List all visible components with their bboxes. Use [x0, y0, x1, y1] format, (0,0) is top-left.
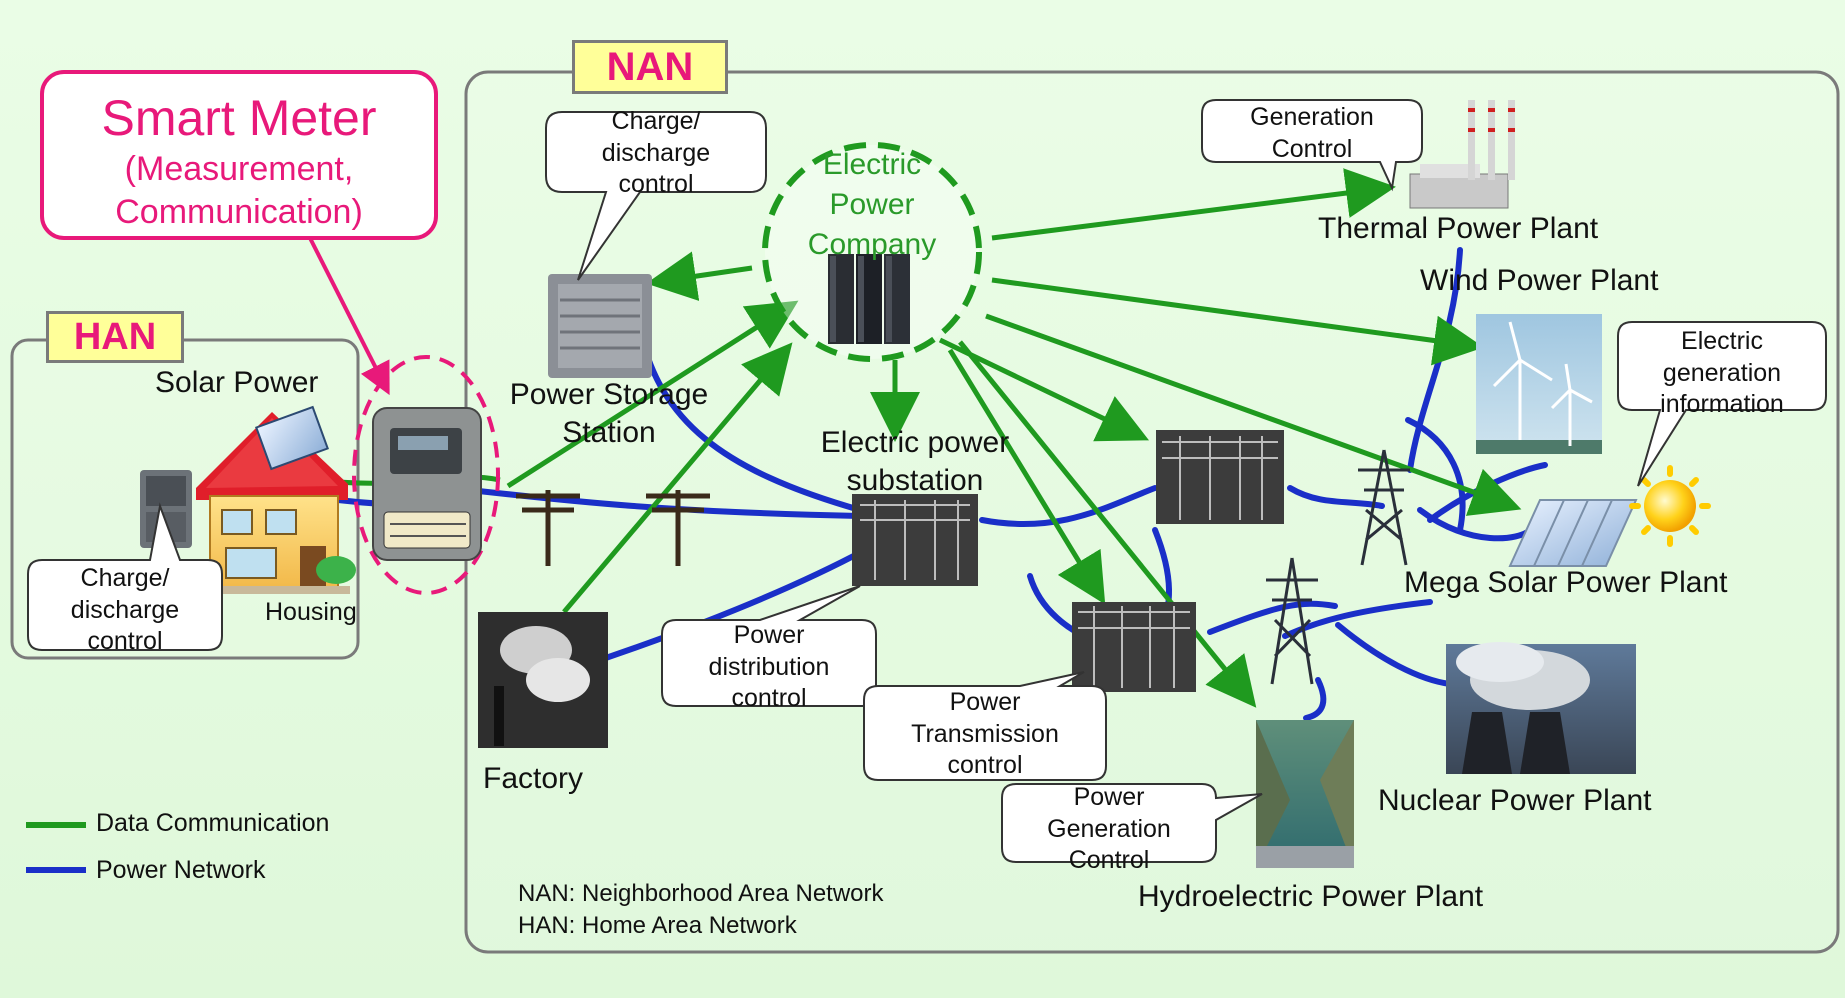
thermal-power-plant-icon	[1409, 100, 1515, 209]
factory-icon	[478, 612, 608, 748]
substation-main-icon	[852, 494, 978, 586]
smart-meter-subtitle-1: (Measurement,	[124, 150, 354, 188]
smart-meter-callout-box	[40, 70, 438, 240]
smart-meter-subtitle-2: Communication)	[115, 193, 363, 231]
label-power-storage-2: Station	[562, 416, 656, 449]
transmission-tower-icon-2	[1266, 557, 1318, 685]
han-charge-bubble	[27, 502, 223, 651]
substation-upper-icon	[1156, 430, 1284, 524]
server-rack-icon	[828, 254, 910, 344]
smart-meter-pointer	[308, 237, 390, 396]
generation-control-bubble	[1201, 99, 1423, 192]
label-hydro: Hydroelectric Power Plant	[1138, 880, 1484, 913]
smart-meter-title: Smart Meter	[101, 90, 377, 146]
smart-meter-icon	[372, 407, 482, 561]
data-communication-lines	[337, 168, 1522, 708]
power-transmission-bubble	[863, 671, 1107, 781]
nan-charge-bubble	[545, 111, 767, 281]
mega-solar-plant-icon	[1508, 499, 1638, 567]
transmission-tower-icon-1	[1358, 449, 1410, 566]
substation-lower-icon	[1072, 602, 1196, 692]
hydroelectric-plant-icon	[1256, 720, 1354, 868]
legend-power-label: Power Network	[96, 856, 266, 884]
power-generation-bubble	[1001, 783, 1263, 863]
label-housing: Housing	[265, 598, 357, 626]
label-nuclear: Nuclear Power Plant	[1378, 784, 1652, 817]
label-mega-solar: Mega Solar Power Plant	[1404, 566, 1728, 599]
note-han: HAN: Home Area Network	[518, 912, 797, 939]
label-solar-power: Solar Power	[155, 366, 319, 399]
legend-data-label: Data Communication	[96, 809, 330, 837]
label-wind: Wind Power Plant	[1420, 264, 1659, 297]
label-substation-1: Electric power	[820, 426, 1010, 459]
speech-bubbles	[27, 99, 1827, 863]
han-tag: HAN	[46, 311, 184, 363]
label-thermal: Thermal Power Plant	[1318, 212, 1599, 245]
label-power-storage-1: Power Storage	[509, 378, 709, 411]
nuclear-power-plant-icon	[1446, 642, 1636, 774]
note-nan: NAN: Neighborhood Area Network	[518, 880, 884, 907]
electric-generation-info-bubble	[1617, 321, 1827, 487]
label-epc-3: Company	[807, 228, 937, 261]
electric-power-company-circle	[762, 142, 982, 362]
sun-icon	[1629, 465, 1711, 547]
smart-meter-highlight	[352, 355, 500, 595]
label-epc-2: Power	[829, 188, 915, 221]
label-epc-1: Electric	[822, 148, 922, 181]
label-factory: Factory	[483, 762, 584, 795]
utility-pole-icon-2	[646, 490, 710, 566]
wind-power-plant-icon	[1476, 314, 1602, 454]
nan-tag: NAN	[572, 40, 728, 94]
house-icon	[196, 405, 356, 594]
label-substation-2: substation	[846, 464, 984, 497]
power-storage-station-icon	[548, 274, 652, 378]
utility-pole-icon-1	[516, 490, 580, 566]
